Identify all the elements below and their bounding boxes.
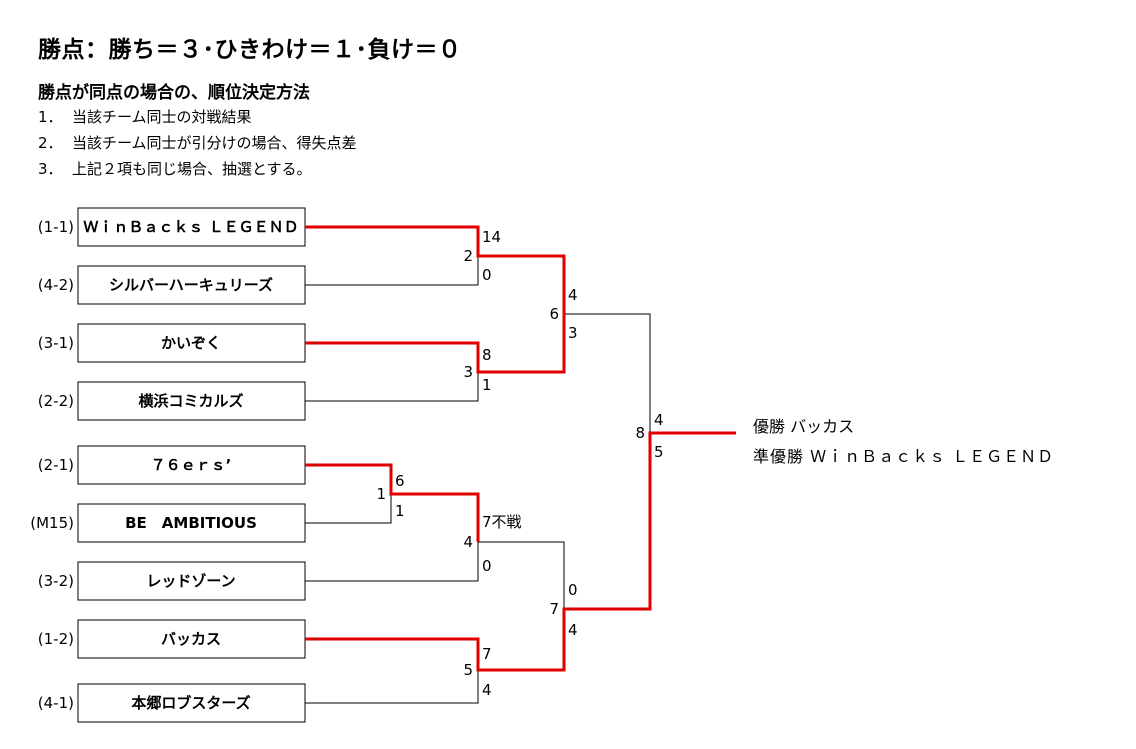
team-name: バッカス	[161, 630, 221, 648]
winner-path	[305, 431, 736, 672]
score-bottom: 3	[568, 324, 578, 342]
team-slot: (1-2) バッカス	[38, 619, 306, 659]
score-bottom: 1	[482, 376, 492, 394]
team-seed: (M15)	[30, 514, 74, 532]
team-seed: (3-1)	[38, 334, 74, 352]
match-number: 8	[635, 424, 645, 442]
team-slot: (2-2) 横浜コミカルズ	[38, 381, 306, 421]
rule-number: 1．	[38, 108, 63, 126]
runner-up-label: 準優勝 ＷｉｎＢａｃｋｓ ＬＥＧＥＮＤ	[753, 447, 1055, 466]
match-number: 6	[549, 305, 559, 323]
bracket-lines	[305, 256, 651, 704]
tiebreak-rule: 3． 上記２項も同じ場合、抽選とする。	[38, 158, 312, 179]
champion-label: 優勝 バッカス	[753, 417, 855, 436]
team-seed: (2-2)	[38, 392, 74, 410]
team-name: ＷｉｎＢａｃｋｓ ＬＥＧＥＮＤ	[83, 218, 298, 236]
tiebreak-heading: 勝点が同点の場合の、順位決定方法	[38, 83, 310, 103]
bracket-line	[305, 542, 479, 582]
score-top: 6	[395, 472, 405, 490]
score-bottom: 0	[482, 266, 492, 284]
match-number: 7	[549, 600, 559, 618]
rule-text: 上記２項も同じ場合、抽選とする。	[72, 160, 312, 178]
team-slot: (3-1) かいぞく	[38, 323, 306, 363]
rule-text: 当該チーム同士の対戦結果	[72, 108, 252, 126]
team-slot: (4-1) 本郷ロブスターズ	[38, 683, 306, 723]
team-box	[77, 265, 306, 305]
winner-path	[305, 225, 566, 314]
score-top: 4	[654, 411, 664, 429]
bracket-line	[305, 670, 479, 704]
score-top: 7	[482, 645, 492, 663]
tiebreak-rule: 2． 当該チーム同士が引分けの場合、得失点差	[38, 132, 357, 153]
bracket-line	[564, 313, 651, 433]
team-seed: (1-1)	[38, 218, 74, 236]
team-name: レッドゾーン	[146, 572, 235, 590]
team-slot: (4-2) シルバーハーキュリーズ	[38, 265, 306, 305]
match-number: 3	[463, 363, 473, 381]
score-top: 14	[482, 228, 501, 246]
team-seed: (4-2)	[38, 276, 74, 294]
team-box	[77, 683, 306, 723]
team-name: ７６ｅｒｓ’	[151, 456, 232, 474]
rule-text: 当該チーム同士が引分けの場合、得失点差	[72, 134, 357, 152]
winner-path	[305, 314, 566, 374]
team-seed: (1-2)	[38, 630, 74, 648]
bracket-line	[305, 256, 479, 286]
winner-lines	[305, 225, 736, 672]
tiebreak-rule: 1． 当該チーム同士の対戦結果	[38, 106, 252, 127]
score-bottom: 1	[395, 502, 405, 520]
score-top: 8	[482, 346, 492, 364]
score-top: 7不戦	[482, 513, 522, 531]
team-box	[77, 445, 306, 485]
team-box	[77, 503, 306, 543]
winner-path	[305, 463, 480, 542]
bracket-line	[305, 372, 479, 402]
team-slot: (M15) BE AMBITIOUS	[30, 503, 306, 543]
team-name: シルバーハーキュリーズ	[109, 276, 273, 294]
score-top: 0	[568, 581, 578, 599]
team-box	[77, 619, 306, 659]
bracket-line	[305, 494, 392, 524]
team-seed: (4-1)	[38, 694, 74, 712]
team-box	[77, 381, 306, 421]
team-slot: (3-2) レッドゾーン	[38, 561, 306, 601]
score-top: 4	[568, 286, 578, 304]
score-bottom: 4	[568, 621, 578, 639]
team-seed: (3-2)	[38, 572, 74, 590]
match-number: 2	[463, 247, 473, 265]
team-name: 本郷ロブスターズ	[131, 694, 250, 712]
team-name: BE AMBITIOUS	[125, 514, 257, 532]
match-number: 1	[376, 485, 386, 503]
team-name: かいぞく	[161, 334, 221, 352]
score-bottom: 0	[482, 557, 492, 575]
match-number: 5	[463, 661, 473, 679]
team-slot: (2-1) ７６ｅｒｓ’	[38, 445, 306, 485]
page-title: 勝点：勝ち＝３･ひきわけ＝１･負け＝０	[38, 37, 462, 63]
match-number: 4	[463, 533, 473, 551]
team-seed: (2-1)	[38, 456, 74, 474]
rule-number: 2．	[38, 134, 63, 152]
rule-number: 3．	[38, 160, 63, 178]
bracket-line	[478, 541, 565, 609]
team-name: 横浜コミカルズ	[138, 392, 243, 410]
team-box	[77, 323, 306, 363]
team-box	[77, 561, 306, 601]
score-bottom: 5	[654, 443, 664, 461]
team-slot: (1-1) ＷｉｎＢａｃｋｓ ＬＥＧＥＮＤ	[38, 207, 306, 247]
score-bottom: 4	[482, 681, 492, 699]
